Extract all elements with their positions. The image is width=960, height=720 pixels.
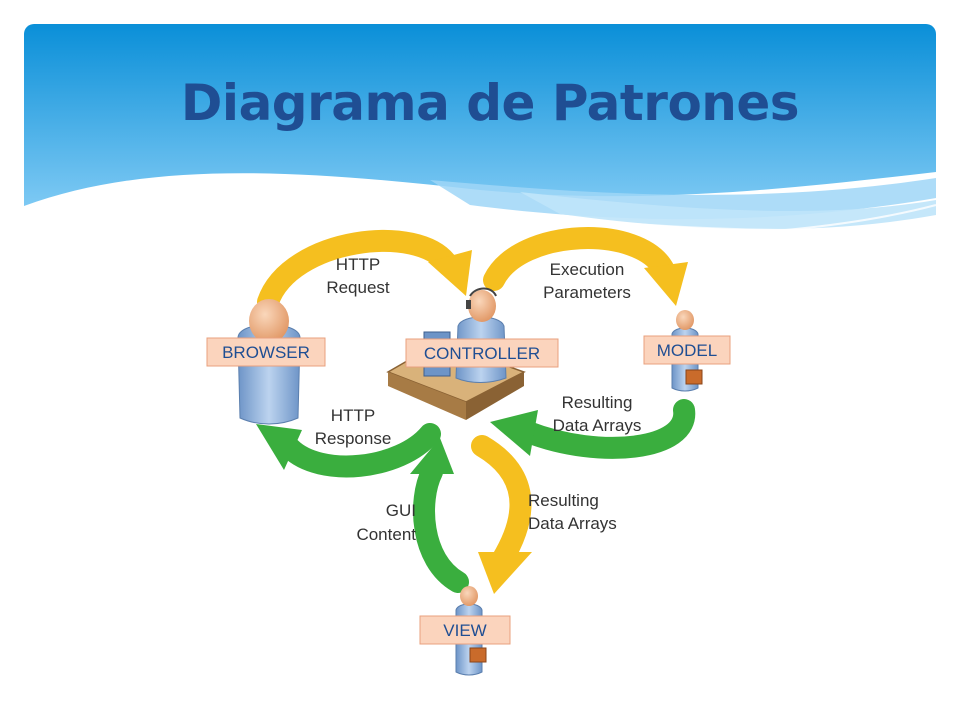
http-request-arrowhead <box>428 250 472 296</box>
controller-tag-label: CONTROLLER <box>424 344 540 363</box>
gui-content-arrowhead <box>410 438 454 474</box>
gui-content-arrow <box>413 461 469 593</box>
http-request-arrow <box>257 229 459 313</box>
http-request-label-line2: Request <box>326 278 390 297</box>
slide-title: Diagrama de Patrones <box>180 74 800 132</box>
model-tag-label: MODEL <box>657 341 717 360</box>
resulting-data-arrays-view-arrowhead <box>478 552 532 594</box>
resulting-data-arrays-model-label-line1: Resulting <box>562 393 633 412</box>
http-response-label-line1: HTTP <box>331 406 375 425</box>
http-response-arrowhead <box>256 424 302 470</box>
execution-parameters-arrowhead <box>644 262 688 306</box>
execution-parameters-label-line2: Parameters <box>543 283 631 302</box>
resulting-data-arrays-view-arrow <box>471 435 532 571</box>
resulting-data-arrays-view-label-line2: Data Arrays <box>528 514 617 533</box>
resulting-data-arrays-model-label-line2: Data Arrays <box>553 416 642 435</box>
browser-tag <box>206 337 326 367</box>
execution-parameters-label-line1: Execution <box>550 260 625 279</box>
resulting-data-arrays-view-label-line1: Resulting <box>528 491 599 510</box>
controller-tag <box>405 338 559 368</box>
execution-parameters-arrow <box>483 227 675 291</box>
model-tag <box>643 335 731 365</box>
http-request-label-line1: HTTP <box>336 255 380 274</box>
view-tag <box>419 615 511 645</box>
view-tag-label: VIEW <box>443 621 486 640</box>
http-response-label-line2: Response <box>315 429 392 448</box>
http-response-arrow <box>279 423 441 478</box>
header-background <box>0 24 960 300</box>
gui-content-label-line2: Content <box>356 525 416 544</box>
gui-content-label-line1: GUI <box>386 501 416 520</box>
controller-person-icon <box>455 287 507 383</box>
resulting-data-arrays-model-arrow <box>517 399 696 459</box>
resulting-data-arrays-model-arrowhead <box>490 410 538 456</box>
browser-tag-label: BROWSER <box>222 343 310 362</box>
